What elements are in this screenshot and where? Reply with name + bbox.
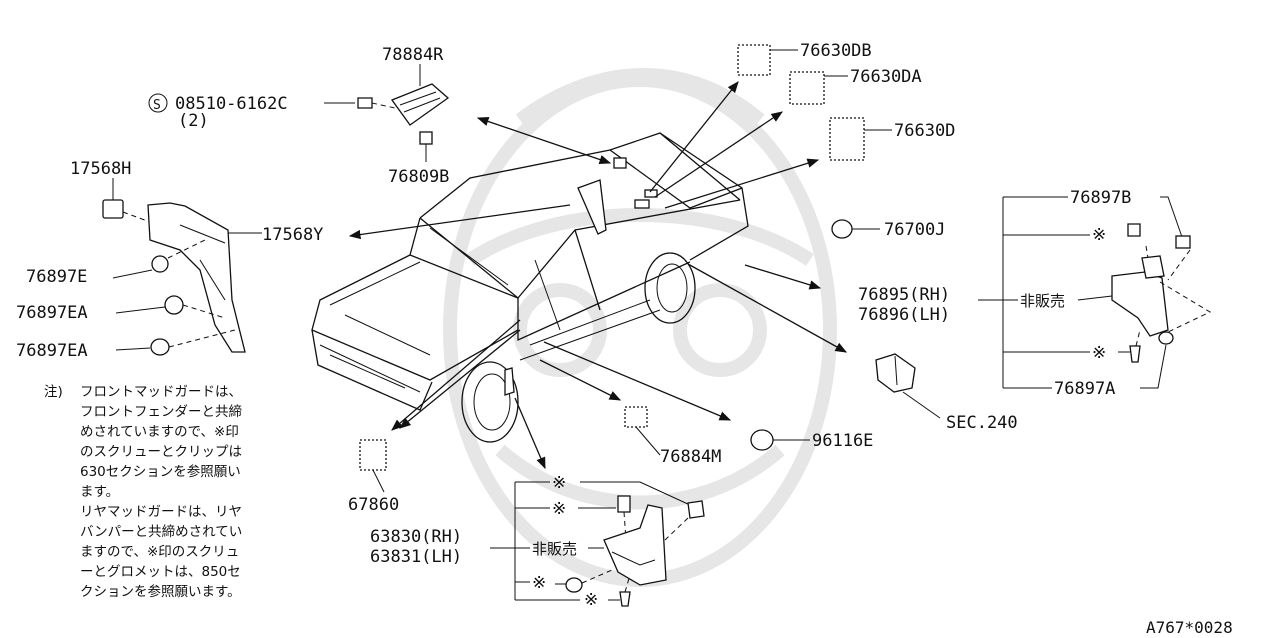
- watermark-emblem: [443, 68, 837, 587]
- part-78884R: [390, 83, 450, 126]
- label-78884R: 78884R: [382, 45, 444, 65]
- note-line-7: リヤマッドガードは、リヤ: [80, 504, 242, 520]
- note-line-9: ますので、※印のスクリュ: [80, 544, 239, 560]
- label-76809B: 76809B: [388, 167, 449, 187]
- note-line-11: クションを参照願います。: [80, 583, 241, 600]
- part-78884R-group: 78884R S 08510-6162C (2) 76809B: [148, 45, 450, 187]
- screw-s-symbol: S: [153, 98, 161, 113]
- not-for-sale-right: 非販売: [1020, 292, 1065, 310]
- label-76896-LH: 76896(LH): [858, 305, 950, 325]
- label-76630DA: 76630DA: [850, 67, 922, 87]
- note-line-4: のスクリューとクリップは: [80, 444, 242, 460]
- front-mud-guard: [147, 202, 246, 353]
- label-76630DB: 76630DB: [800, 41, 872, 61]
- label-76897A: 76897A: [1054, 379, 1115, 399]
- car-body-illustration: [311, 132, 749, 443]
- asterisk-right-2: ※: [1092, 343, 1106, 363]
- note-line-5: 630セクションを参照願い: [80, 463, 241, 480]
- label-76897EA-2: 76897EA: [16, 341, 88, 361]
- label-76897EA-1: 76897EA: [16, 303, 88, 323]
- sec240-group: SEC.240: [875, 353, 1018, 433]
- label-76897B: 76897B: [1070, 188, 1131, 208]
- note-prefix: 注): [44, 384, 63, 400]
- label-17568H: 17568H: [70, 159, 131, 179]
- label-76884M: 76884M: [660, 447, 721, 467]
- note-line-2: フロントフェンダーと共締: [80, 403, 242, 420]
- label-17568Y: 17568Y: [262, 225, 323, 245]
- front-mud-guard-group: 17568H 17568Y 76897E 76897EA 76897EA: [16, 159, 323, 361]
- label-SEC240: SEC.240: [946, 413, 1018, 433]
- note-line-6: ます。: [80, 484, 119, 500]
- front-mud-flap: [603, 504, 667, 586]
- clip-17568H: [102, 199, 124, 219]
- label-screw-08510: 08510-6162C: [175, 94, 288, 114]
- label-76630D: 76630D: [894, 121, 955, 141]
- asterisk-bottom-3: ※: [532, 573, 546, 593]
- label-76897E: 76897E: [26, 267, 87, 287]
- not-for-sale-bottom: 非販売: [532, 540, 577, 558]
- label-76895-RH: 76895(RH): [858, 285, 950, 305]
- label-67860: 67860: [348, 495, 399, 515]
- diagram-code: A767*0028: [1146, 618, 1233, 637]
- note-line-10: ーとグロメットは、850セ: [80, 564, 241, 580]
- label-76700J: 76700J: [884, 220, 945, 240]
- asterisk-bottom-1: ※: [552, 473, 566, 493]
- asterisk-right-1: ※: [1092, 225, 1106, 245]
- rear-mud-guard-group: 76700J 76897B ※ 76895(RH) 76896(LH) 非販売 …: [831, 188, 1212, 399]
- note-line-3: めされていますので、※印: [80, 424, 239, 440]
- label-63830-RH: 63830(RH): [370, 527, 462, 547]
- label-63831-LH: 63831(LH): [370, 547, 462, 567]
- s-symbol-icon: [148, 93, 168, 113]
- sec240-part: [875, 353, 916, 393]
- front-mud-flap-group: ※ ※ 63830(RH) 63831(LH) 非販売 ※ ※: [370, 473, 705, 610]
- rear-mud-guard: [1111, 271, 1169, 337]
- note-block: 注) フロントマッドガードは、 フロントフェンダーと共締 めされていますので、※…: [44, 384, 242, 600]
- callout-arrows: [348, 81, 848, 470]
- asterisk-bottom-4: ※: [584, 590, 598, 610]
- label-96116E: 96116E: [812, 431, 873, 451]
- asterisk-bottom-2: ※: [552, 499, 566, 519]
- note-line-1: フロントマッドガードは、: [80, 384, 242, 400]
- label-screw-qty: (2): [178, 111, 209, 131]
- part-96116E-group: 96116E: [750, 429, 873, 451]
- note-line-8: バンパーと共締めされてい: [80, 523, 242, 540]
- seal-labels-group: 76630DB 76630DA 76630D: [737, 41, 955, 161]
- labels-76884M-67860: 76884M 67860: [348, 406, 721, 515]
